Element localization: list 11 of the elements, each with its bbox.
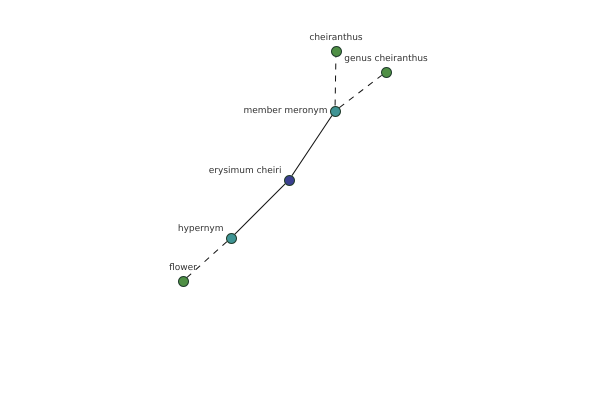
node-label: cheiranthus xyxy=(309,32,363,44)
node-label: flower xyxy=(169,262,197,274)
connector-line xyxy=(234,183,286,235)
connector-line xyxy=(292,115,332,176)
dashed-line xyxy=(338,74,382,108)
dashed-line xyxy=(186,241,228,278)
node-label: hypernym xyxy=(178,224,224,234)
node-label: member meronym xyxy=(244,106,328,116)
node-label: genus cheiranthus xyxy=(344,54,428,64)
dashed-line xyxy=(334,56,336,106)
node-label: erysimum cheiri xyxy=(208,166,282,176)
